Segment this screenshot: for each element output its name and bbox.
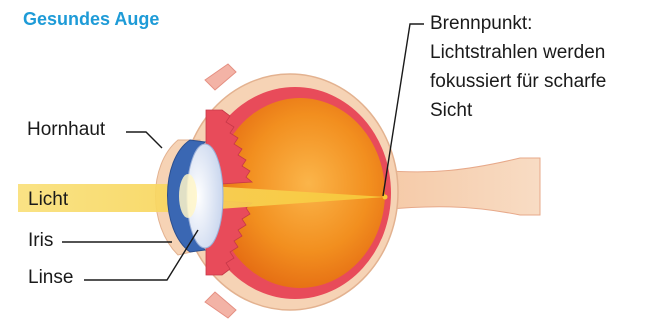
focus-line: fokussiert für scharfe <box>430 67 606 96</box>
page-title: Gesundes Auge <box>23 9 159 30</box>
focus-line: Sicht <box>430 96 606 125</box>
focus-line: Brennpunkt: <box>430 9 606 38</box>
optic-nerve <box>380 158 540 215</box>
muscle-top <box>205 64 236 90</box>
cornea-leader <box>126 132 162 148</box>
pupil-glow <box>179 174 197 218</box>
focus-description: Brennpunkt: Lichtstrahlen werden fokussi… <box>430 9 606 125</box>
label-light: Licht <box>28 188 68 212</box>
muscle-bottom <box>205 292 236 318</box>
label-lens: Linse <box>28 266 73 290</box>
focus-line: Lichtstrahlen werden <box>430 38 606 67</box>
label-iris: Iris <box>28 229 53 253</box>
label-cornea: Hornhaut <box>27 118 105 142</box>
